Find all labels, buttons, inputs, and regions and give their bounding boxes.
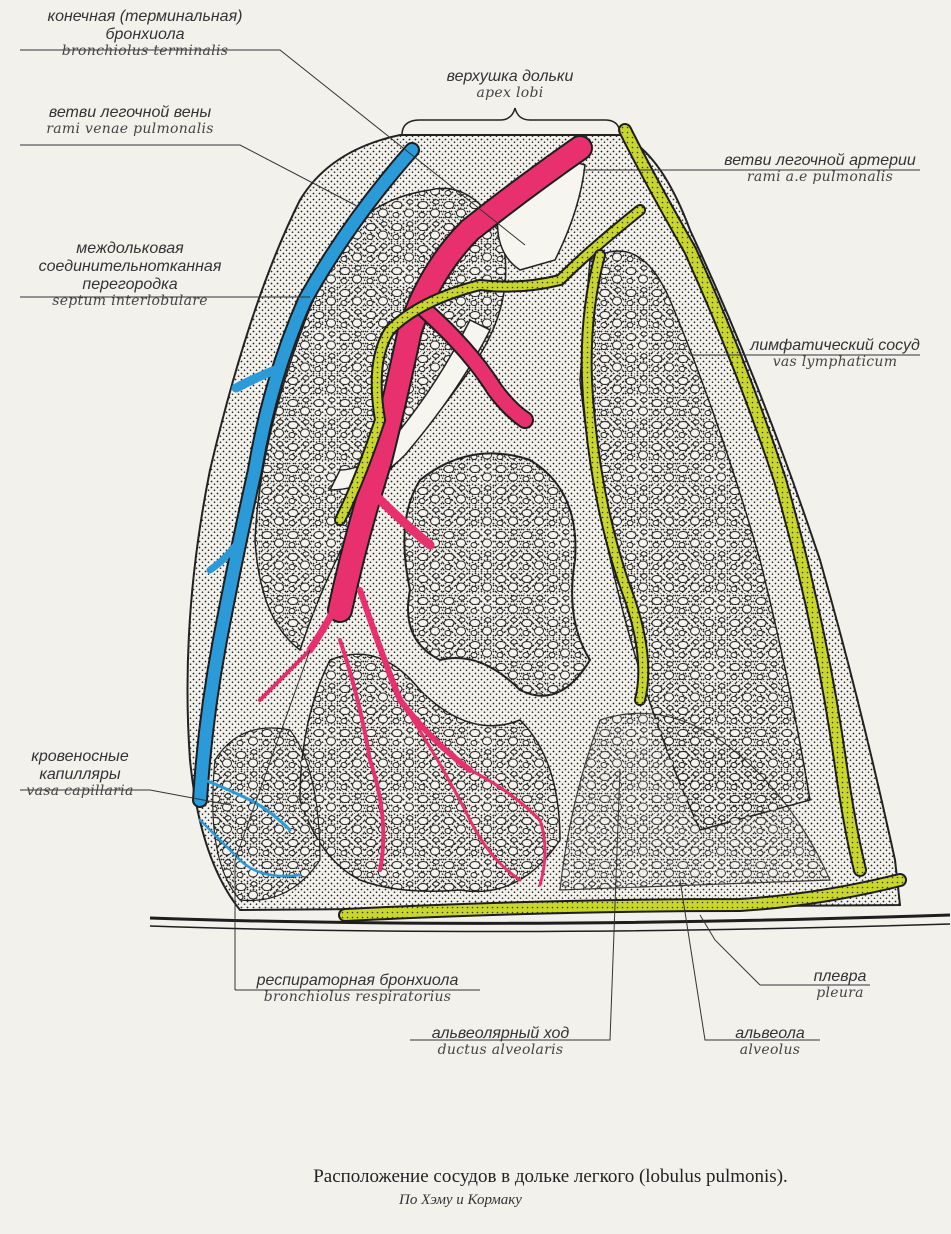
leader-lines — [20, 49, 920, 1041]
label-ru: междольковая соединительнотканная перего… — [38, 240, 222, 293]
artery-branches — [258, 135, 593, 887]
label-la: bronchiolus terminalis — [61, 42, 229, 59]
label-la: rami venae pulmonalis — [46, 120, 214, 137]
label-ru: респираторная бронхиола — [256, 972, 459, 989]
label-la: vas lymphaticum — [772, 353, 898, 370]
label-ru: верхушка дольки — [446, 68, 574, 85]
label-pulmonary-artery: ветви легочной артерии rami a.e pulmonal… — [695, 152, 945, 186]
alveolar-bottom-right — [559, 712, 831, 891]
label-lymphatic: лимфатический сосуд vas lymphaticum — [725, 337, 945, 371]
label-la: pleura — [816, 984, 864, 1001]
label-la: ductus alveolaris — [437, 1041, 564, 1058]
lymph-vessels — [334, 123, 907, 922]
label-la: vasa capillaria — [26, 782, 134, 799]
label-la: rami a.e pulmonalis — [746, 168, 894, 185]
label-ru: ветви легочной артерии — [724, 152, 916, 169]
label-pleura: плевра pleura — [795, 968, 885, 1002]
label-terminal-bronchiole: конечная (терминальная) бронхиола bronch… — [10, 8, 280, 59]
label-alveolus: альвеола alveolus — [715, 1025, 825, 1059]
label-la: apex lobi — [476, 84, 544, 101]
label-ru: лимфатический сосуд — [750, 337, 920, 354]
caption-source: По Хэму и Кормаку — [399, 1192, 522, 1208]
label-ru: конечная (терминальная) бронхиола — [47, 8, 243, 43]
pleura-line — [149, 913, 951, 925]
label-respiratory-bronchiole: респираторная бронхиола bronchiolus resp… — [230, 972, 485, 1006]
label-ru: альвеолярный ход — [431, 1025, 570, 1042]
label-apex: верхушка дольки apex lobi — [410, 68, 610, 102]
vein-branches — [192, 142, 420, 878]
capillary-bed-left — [212, 727, 321, 902]
label-capillaries: кровеносные капилляры vasa capillaria — [15, 748, 145, 799]
label-ru: альвеола — [735, 1025, 805, 1042]
label-pulmonary-vein: ветви легочной вены rami venae pulmonali… — [15, 104, 245, 138]
label-la: bronchiolus respiratorius — [263, 988, 452, 1005]
label-ru: ветви легочной вены — [48, 104, 212, 121]
caption-title: Расположение сосудов в дольке легкого (l… — [313, 1166, 788, 1187]
label-alveolar-duct: альвеолярный ход ductus alveolaris — [408, 1025, 593, 1059]
label-la: alveolus — [739, 1041, 801, 1058]
figure-caption: Расположение сосудов в дольке легкого (l… — [0, 1166, 951, 1209]
alveolar-sac-center — [403, 452, 592, 697]
apex-brace — [401, 107, 621, 136]
label-la: septum interlobulare — [52, 292, 208, 309]
label-ru: плевра — [813, 968, 867, 985]
label-septum: междольковая соединительнотканная перего… — [15, 240, 245, 309]
label-ru: кровеносные капилляры — [31, 748, 129, 783]
